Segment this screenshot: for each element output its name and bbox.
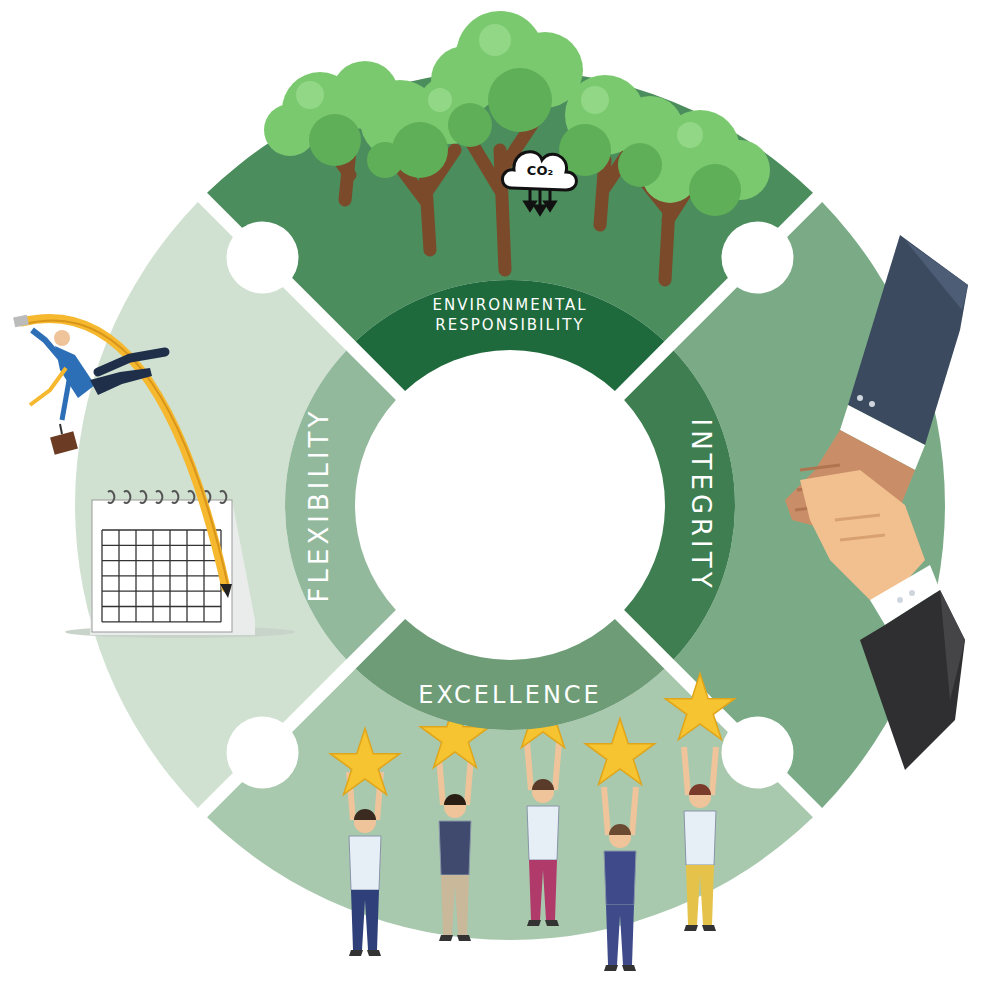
band-shape <box>618 343 738 667</box>
ring-segment <box>75 202 346 808</box>
value-label: EXCELLENCE <box>418 679 602 711</box>
step-circle <box>227 222 299 294</box>
value-label: ENVIRONMENTAL RESPONSIBILITY <box>410 295 610 336</box>
co2-label: CO₂ <box>527 163 553 178</box>
trees-illustration <box>264 11 770 280</box>
step-circle <box>721 716 793 788</box>
value-band: FLEXIBILITY <box>282 343 402 667</box>
value-label: FLEXIBILITY <box>302 408 337 603</box>
band-shape <box>348 613 672 733</box>
value-band: ENVIRONMENTAL RESPONSIBILITY <box>348 277 672 397</box>
co2-icon <box>502 152 576 214</box>
value-label: INTEGRITY <box>682 418 717 591</box>
band-shape <box>348 277 672 397</box>
value-band: INTEGRITY <box>618 343 738 667</box>
band-shape <box>282 343 402 667</box>
step-circle <box>721 222 793 294</box>
flexibility-illustration <box>13 315 295 638</box>
step-circle <box>227 716 299 788</box>
handshake-illustration <box>785 235 968 770</box>
value-band: EXCELLENCE <box>348 613 672 733</box>
